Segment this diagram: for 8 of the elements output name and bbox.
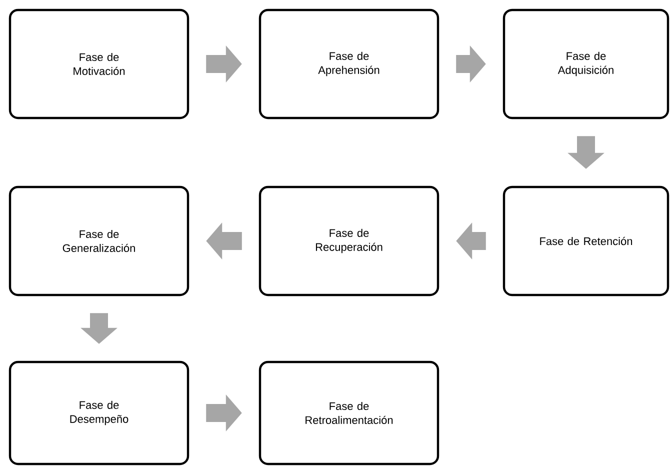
process-box: Fase de Retención bbox=[502, 186, 670, 296]
process-box: Fase de Retroalimentación bbox=[258, 360, 440, 466]
process-box: Fase de Aprehensión bbox=[258, 8, 440, 120]
process-box: Fase de Generalización bbox=[8, 186, 190, 296]
process-box: Fase de Desempeño bbox=[8, 360, 190, 466]
process-box: Fase de Recuperación bbox=[258, 186, 440, 296]
process-box: Fase de Motivación bbox=[8, 8, 190, 120]
process-box: Fase de Adquisición bbox=[502, 8, 670, 120]
